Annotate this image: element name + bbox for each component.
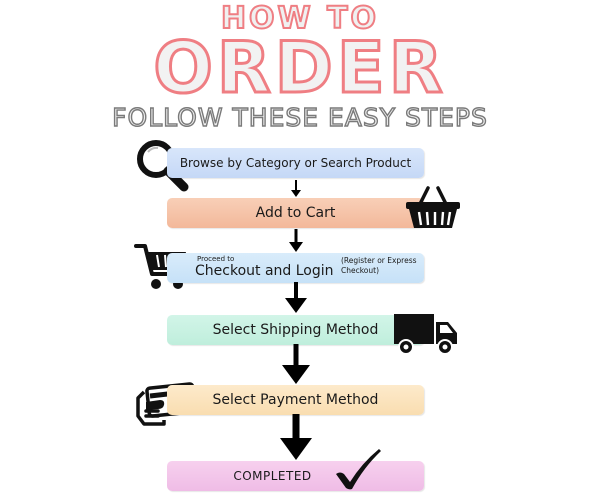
step-payment: Select Payment Method — [167, 385, 424, 415]
step-add-to-cart: Add to Cart — [167, 198, 424, 228]
step-checkout-note: (Register or Express Checkout) — [341, 256, 417, 275]
step-checkout: Proceed to Checkout and Login (Register … — [167, 253, 424, 283]
arrow-down-icon — [280, 414, 312, 460]
step-checkout-label: Checkout and Login — [195, 263, 334, 279]
arrow-down-icon — [291, 180, 301, 197]
step-browse: Browse by Category or Search Product — [167, 148, 424, 178]
arrow-down-icon — [289, 229, 303, 252]
arrow-down-icon — [282, 344, 310, 384]
step-checkout-prelabel: Proceed to — [197, 255, 235, 263]
basket-icon — [406, 186, 460, 228]
title-how-to: HOW TO — [220, 1, 380, 37]
step-shipping: Select Shipping Method — [167, 315, 424, 345]
arrow-down-icon — [285, 282, 307, 313]
step-completed-label: COMPLETED — [233, 469, 312, 483]
step-completed: COMPLETED — [167, 461, 424, 491]
title-order: ORDER — [152, 27, 447, 109]
truck-icon — [394, 314, 457, 355]
checkmark-icon — [336, 449, 381, 490]
subtitle: FOLLOW THESE EASY STEPS — [111, 102, 488, 132]
